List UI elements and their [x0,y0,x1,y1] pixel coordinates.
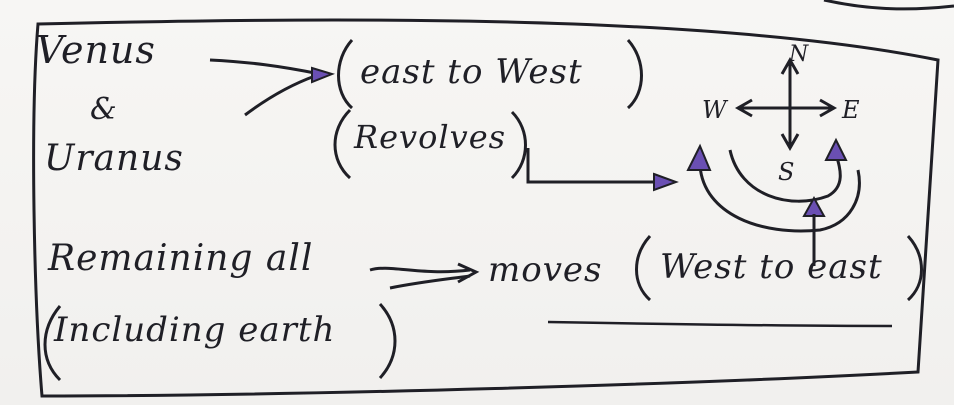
text-including-earth: Including earth [54,310,336,350]
paren-ew-left [337,38,354,110]
text-venus: Venus [36,28,156,72]
arrow-head-3 [457,262,480,284]
orbit-head-left [686,143,712,171]
paren-incl-right [378,302,397,380]
arrow-moves-2 [389,274,471,290]
compass-arrow-e [819,98,838,118]
paren-rev-right [510,110,527,180]
text-uranus: Uranus [44,138,184,179]
underline [547,320,893,328]
text-moves: moves [488,250,603,290]
paren-rev-left [333,108,352,180]
compass-arrow-s [780,133,800,152]
arrow-moves [369,266,471,274]
orbit-head-right [824,137,848,161]
orbit-inner [728,149,842,203]
arrow-head-2 [653,172,679,192]
text-revolves: Revolves [354,118,507,156]
compass-south-label: S [778,158,796,186]
compass-north-label: N [789,42,810,67]
arrow-venus [209,58,321,76]
paren-ew-right [626,38,643,110]
text-west-to-east: West to east [660,247,883,287]
border-box [32,18,940,398]
arrow-uranus [244,74,316,117]
paren-incl-left [43,305,62,382]
corner-arc [823,0,954,11]
text-remaining-all: Remaining all [48,238,314,279]
text-east-to-west: east to West [360,52,583,92]
arrow-head-1 [311,66,336,84]
paren-we-left [635,234,652,302]
compass-east-label: E [842,96,861,124]
compass-arrow-n [780,56,800,75]
paren-we-right [906,234,923,302]
compass-arrow-w [734,98,753,118]
compass-west-label: W [702,96,728,124]
connector-revolves [526,148,664,184]
text-and: & [90,92,118,127]
